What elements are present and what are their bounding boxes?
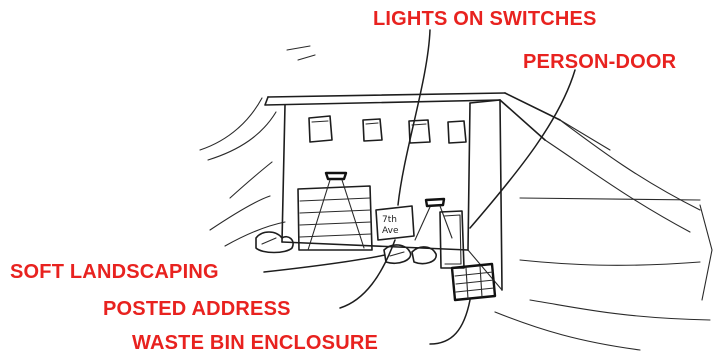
person-door — [440, 211, 464, 268]
label-posted-address: POSTED ADDRESS — [103, 299, 291, 319]
leader-lights — [398, 30, 430, 205]
leader-waste-bin — [430, 300, 470, 344]
windows — [309, 116, 466, 143]
house-outline — [265, 93, 610, 290]
svg-text:Ave: Ave — [382, 226, 399, 236]
label-soft-landscaping: SOFT LANDSCAPING — [10, 262, 219, 282]
label-person-door: PERSON-DOOR — [523, 52, 676, 72]
label-lights-on-switches: LIGHTS ON SWITCHES — [373, 9, 597, 29]
leader-lines — [264, 30, 575, 344]
svg-text:7th: 7th — [382, 215, 397, 225]
address-sign: 7th Ave — [376, 206, 414, 240]
garage-door — [298, 186, 372, 250]
waste-bin-enclosure — [452, 264, 495, 300]
leader-soft-landscaping — [264, 255, 385, 272]
label-waste-bin-enclosure: WASTE BIN ENCLOSURE — [132, 333, 378, 353]
